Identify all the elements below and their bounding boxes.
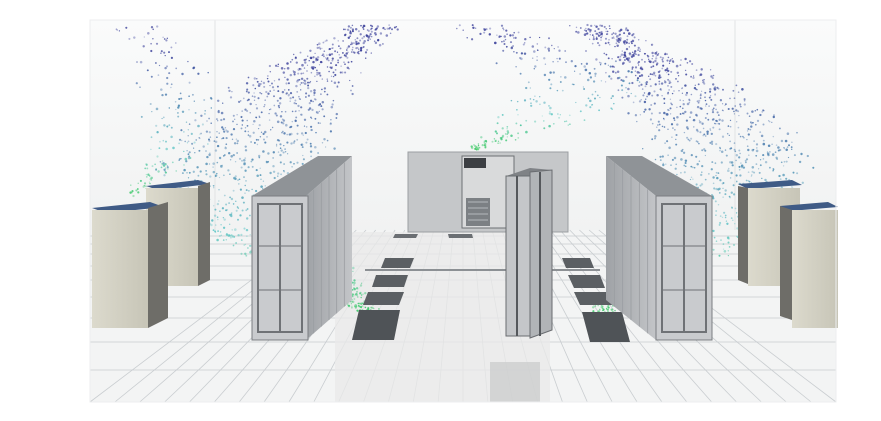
aisle-shadow [490,362,540,402]
crac-unit-left-front [92,202,168,328]
crac-unit-right-front [780,202,838,328]
viewport-frame [89,19,837,403]
perforated-tile-icon [352,234,418,340]
server-rack-row-left [251,156,352,341]
door-icon [461,155,515,229]
server-rack-row-right [606,156,713,341]
server-rack-row-center [505,168,553,339]
perforated-tiles [352,234,630,342]
crac-unit-icon [92,210,148,328]
